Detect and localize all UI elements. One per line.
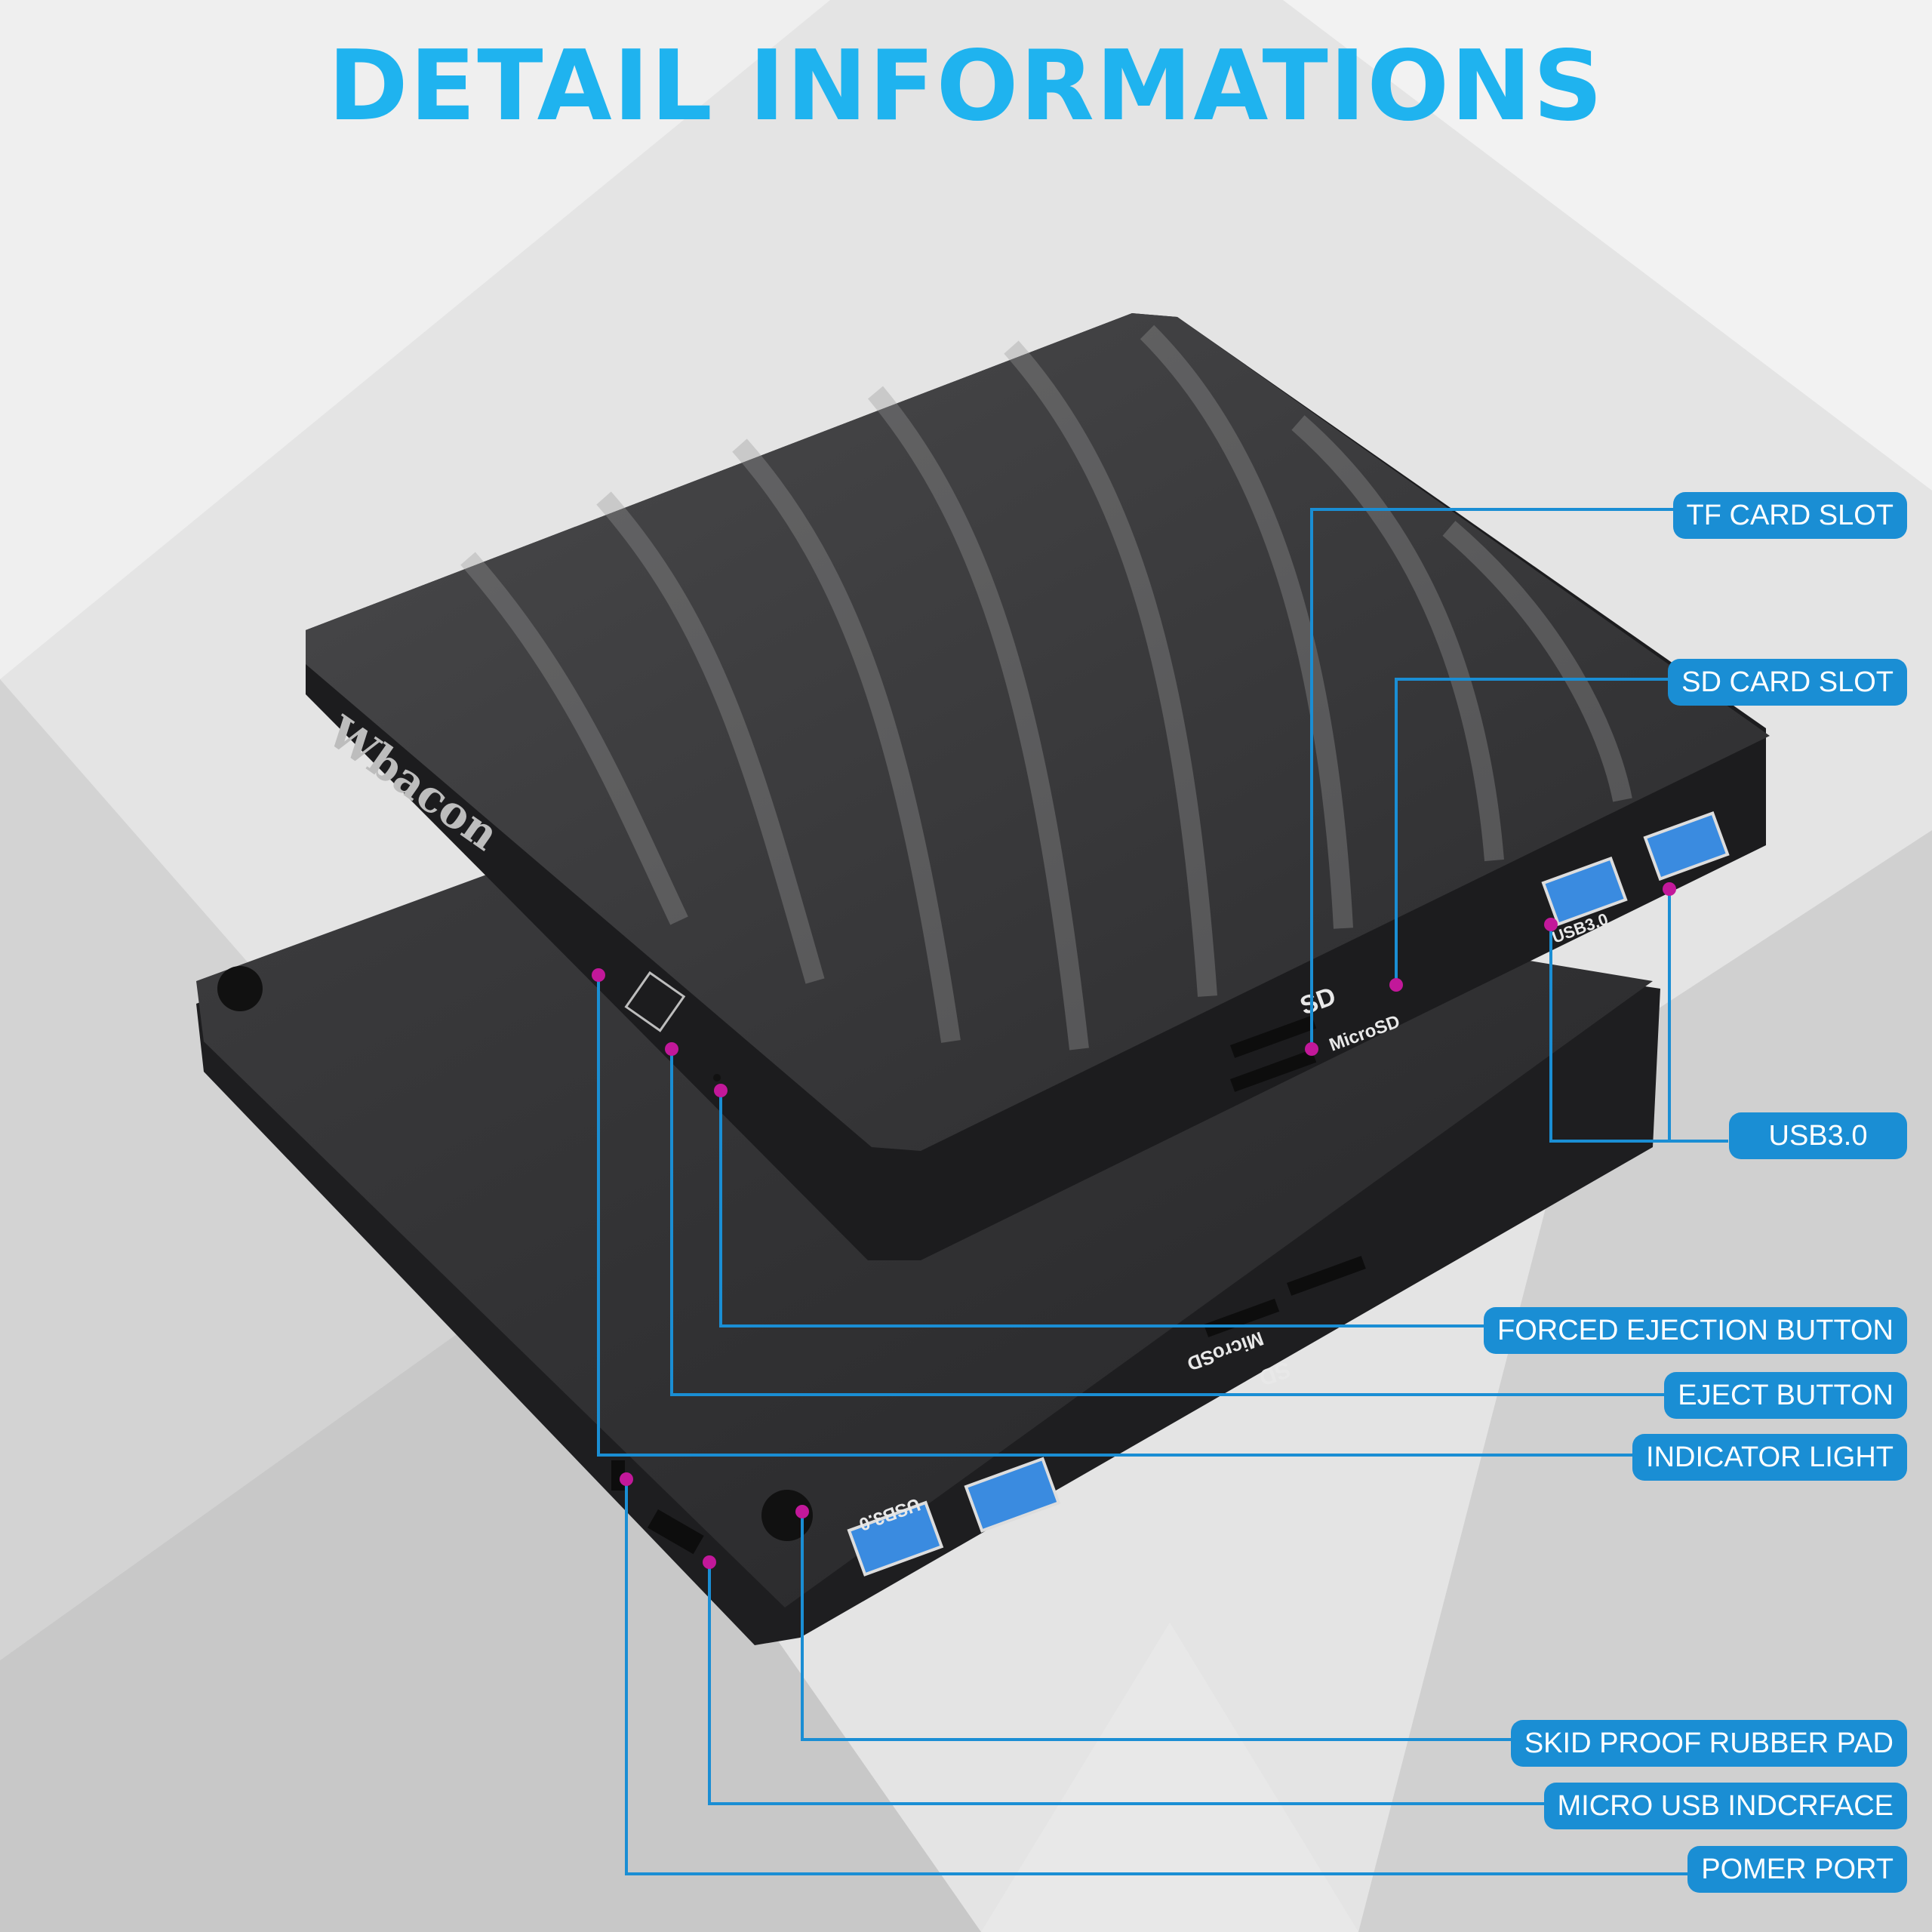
callout-dots — [592, 882, 1676, 1569]
callout-indicator-light: INDICATOR LIGHT — [1632, 1434, 1907, 1481]
eject-button-icon — [624, 971, 686, 1032]
callout-skid-proof-rubber-pad: SKID PROOF RUBBER PAD — [1510, 1720, 1907, 1767]
page-title: DETAIL INFORMATIONS — [328, 30, 1604, 143]
usb-port-icon — [964, 1457, 1061, 1533]
callout-power-port: POMER PORT — [1687, 1846, 1907, 1893]
callout-sd-card-slot: SD CARD SLOT — [1668, 659, 1907, 706]
callout-tf-card-slot: TF CARD SLOT — [1672, 492, 1907, 539]
callout-micro-usb-interface: MICRO USB INDCRFACE — [1543, 1783, 1907, 1829]
usb-port-icon — [1541, 856, 1628, 927]
usb-port-icon — [847, 1500, 944, 1577]
top-device: Wbacon SD MicroSD USB3.0 — [306, 313, 1770, 1260]
callout-eject-button: EJECT BUTTON — [1664, 1372, 1907, 1419]
rubber-pad-icon — [761, 1490, 813, 1541]
callout-forced-ejection-button: FORCED EJECTION BUTTON — [1484, 1307, 1907, 1354]
rubber-pad-icon — [217, 966, 263, 1011]
usb-port-icon — [1643, 811, 1730, 881]
callout-usb3: USB3.0 — [1729, 1112, 1907, 1159]
callout-lines — [597, 508, 1728, 1875]
